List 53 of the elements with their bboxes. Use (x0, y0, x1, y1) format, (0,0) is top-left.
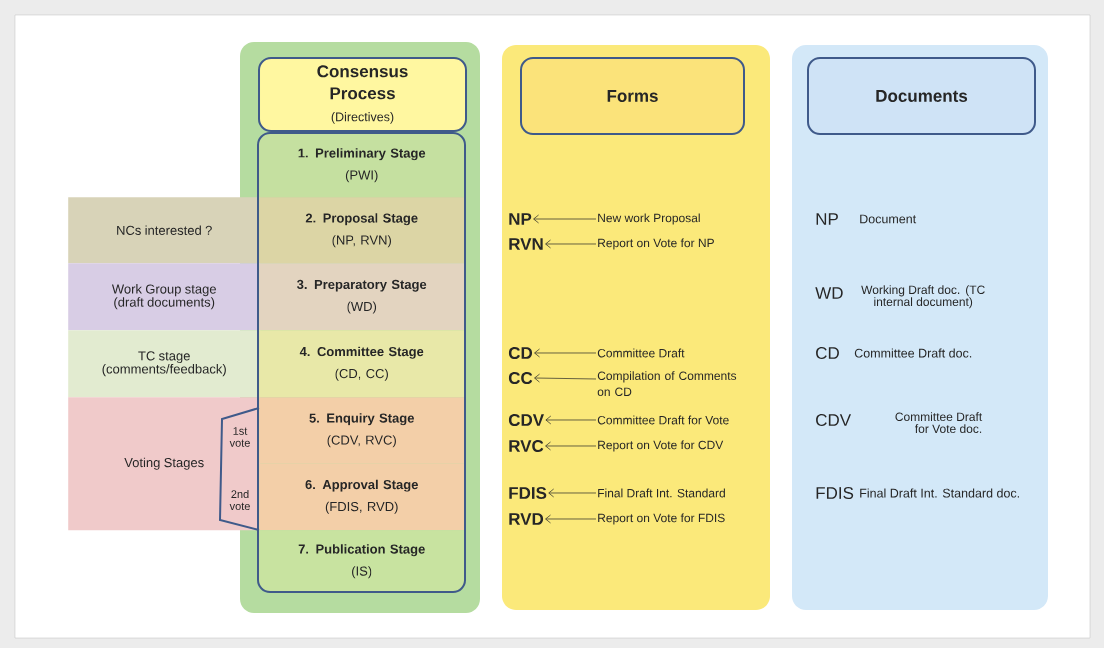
form-code: RVN (509, 238, 543, 250)
arrow (548, 488, 597, 498)
node-label: 6. Approval Stage (305, 479, 418, 492)
document-code: CD (816, 347, 839, 359)
arrow (545, 239, 597, 249)
document-description: Final Draft Int. Standard doc. (860, 488, 1019, 498)
side-band: NCs interested ? (68, 197, 261, 264)
arrow (545, 514, 597, 524)
form-description: Final Draft Int. Standard (598, 488, 725, 498)
header-box: Forms (520, 57, 745, 135)
form-description: New work Proposal (598, 213, 700, 225)
stage-band: 2. Proposal Stage (NP, RVN) (258, 197, 465, 264)
stage-band: 3. Preparatory Stage (WD) (258, 263, 465, 331)
stage-band: 1. Preliminary Stage (PWI) (258, 133, 465, 198)
form-description: Report on Vote for NP (598, 238, 714, 250)
header-box: Documents (807, 57, 1036, 135)
stage-band: 6. Approval Stage (FDIS, RVD) (258, 463, 465, 531)
document-description: Document (860, 214, 917, 224)
form-code: FDIS (509, 486, 547, 499)
document-code: NP (816, 213, 838, 225)
arrow (533, 214, 597, 224)
form-code: CD (508, 347, 533, 359)
stage-band: 7. Publication Stage (IS) (258, 530, 465, 592)
document-description: Committee Draft doc. (854, 348, 972, 358)
side-band: TC stage (comments/feedback) (68, 330, 261, 398)
arrow (534, 348, 597, 358)
arrow (545, 415, 597, 425)
side-band: Work Group stage (draft documents) (68, 263, 261, 331)
form-description: Committee Draft (597, 348, 685, 358)
form-description: Report on Vote for FDIS (598, 513, 725, 525)
vote-label: 1st vote (229, 427, 250, 447)
document-code: FDIS (816, 486, 854, 499)
document-description: Committee Draft for Vote doc. (895, 412, 983, 433)
form-description: Compilation of Comments on CD (597, 371, 737, 396)
form-description: Committee Draft for Vote (597, 415, 729, 425)
document-description: Working Draft doc. (TC internal document) (861, 285, 985, 309)
form-code: RVC (509, 440, 544, 452)
document-code: CDV (816, 414, 851, 426)
form-description: Report on Vote for CDV (598, 440, 724, 452)
arrow (545, 441, 597, 451)
node-label: (FDIS, RVD) (325, 501, 398, 514)
document-code: WD (815, 287, 843, 299)
form-code: CDV (508, 414, 544, 426)
stage-band: 5. Enquiry Stage (CDV, RVC) (258, 397, 465, 464)
node-label: (CDV, RVC) (327, 435, 396, 448)
stage-band: 4. Committee Stage (CD, CC) (258, 330, 465, 398)
form-code: RVD (509, 513, 544, 525)
header-box: Consensus Process (Directives) (258, 57, 467, 132)
node-label: 5. Enquiry Stage (309, 413, 414, 426)
form-code: CC (508, 372, 533, 384)
form-code: NP (509, 213, 532, 225)
arrow (534, 373, 597, 383)
vote-label: 2nd vote (229, 489, 250, 511)
